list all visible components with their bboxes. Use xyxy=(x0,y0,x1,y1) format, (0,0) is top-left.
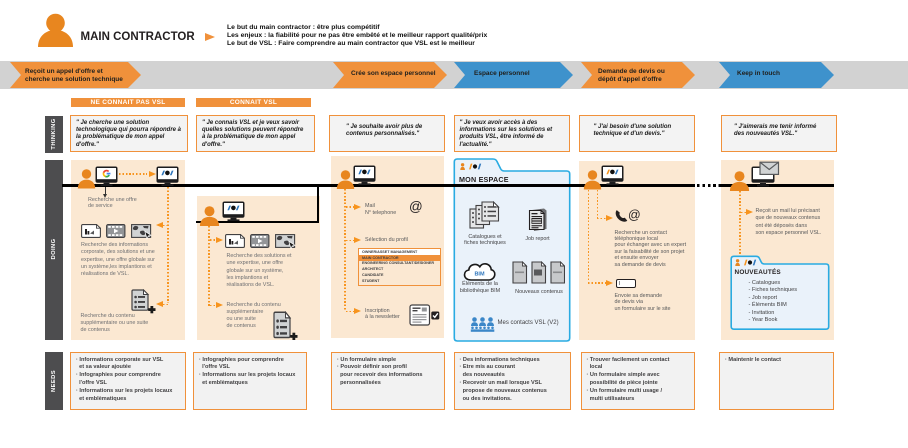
svg-text:BIM: BIM xyxy=(474,271,485,277)
